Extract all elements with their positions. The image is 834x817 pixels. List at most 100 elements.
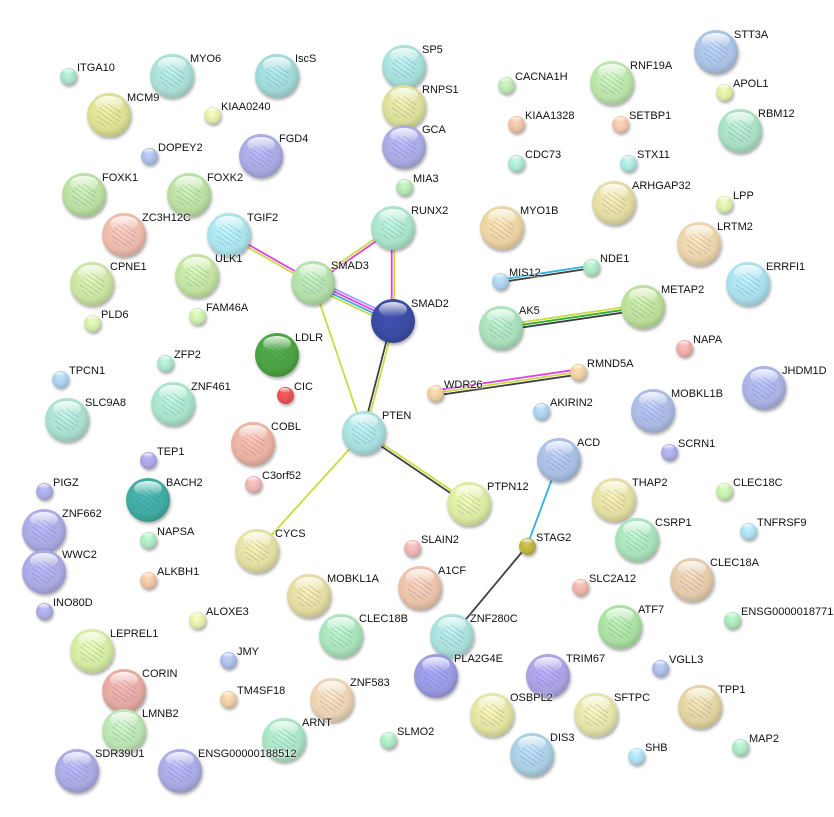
- node-rnf19a[interactable]: [590, 61, 634, 105]
- edge-pten-cycs[interactable]: [256, 432, 365, 552]
- node-stx11[interactable]: [619, 154, 637, 172]
- node-label[interactable]: NAPA: [693, 334, 723, 346]
- node-label[interactable]: ZNF662: [62, 508, 102, 520]
- node-fgd4[interactable]: [239, 134, 283, 178]
- node-tgif2[interactable]: [207, 213, 251, 257]
- node-cobl[interactable]: [231, 422, 275, 466]
- node-label[interactable]: SCRN1: [678, 438, 716, 450]
- node-cacna1h[interactable]: [497, 76, 515, 94]
- node-zc3h12c[interactable]: [102, 213, 146, 257]
- node-cpne1[interactable]: [70, 262, 114, 306]
- node-tpcn1[interactable]: [51, 370, 69, 388]
- node-wwc2[interactable]: [22, 550, 66, 594]
- node-label[interactable]: LMNB2: [142, 708, 179, 720]
- node-label[interactable]: TPP1: [718, 684, 746, 696]
- node-label[interactable]: ZC3H12C: [142, 212, 191, 224]
- node-gca[interactable]: [382, 125, 426, 169]
- node-label[interactable]: SFTPC: [614, 692, 651, 704]
- node-label[interactable]: JHDM1D: [782, 365, 827, 377]
- node-label[interactable]: MYO6: [190, 53, 222, 65]
- node-stt3a[interactable]: [694, 30, 738, 74]
- node-apol1[interactable]: [715, 83, 733, 101]
- node-label[interactable]: ACD: [577, 437, 601, 449]
- node-slc2a12[interactable]: [571, 578, 589, 596]
- node-slain2[interactable]: [403, 539, 421, 557]
- node-lrtm2[interactable]: [677, 222, 721, 266]
- node-label[interactable]: ENSG00000188512: [198, 748, 297, 760]
- node-label[interactable]: CYCS: [275, 528, 306, 540]
- node-dopey2[interactable]: [140, 147, 158, 165]
- node-label[interactable]: WDR26: [444, 379, 483, 391]
- node-kiaa0240[interactable]: [203, 106, 221, 124]
- node-label[interactable]: SLAIN2: [421, 534, 459, 546]
- node-ensg0000018771[interactable]: [723, 611, 741, 629]
- node-fam46a[interactable]: [188, 307, 206, 325]
- node-label[interactable]: RNPS1: [422, 84, 459, 96]
- node-ino80d[interactable]: [35, 602, 53, 620]
- node-label[interactable]: DOPEY2: [158, 142, 203, 154]
- node-nde1[interactable]: [582, 258, 600, 276]
- node-label[interactable]: STT3A: [734, 29, 769, 41]
- node-scrn1[interactable]: [660, 443, 678, 461]
- node-tpp1[interactable]: [678, 685, 722, 729]
- node-dis3[interactable]: [510, 733, 554, 777]
- node-acd[interactable]: [537, 438, 581, 482]
- node-ptpn12[interactable]: [447, 482, 491, 526]
- node-ldlr[interactable]: [255, 333, 299, 377]
- node-label[interactable]: THAP2: [632, 477, 668, 489]
- node-label[interactable]: CLEC18B: [359, 613, 408, 625]
- node-map2[interactable]: [731, 738, 749, 756]
- node-label[interactable]: JMY: [237, 646, 259, 658]
- node-label[interactable]: DIS3: [550, 732, 575, 744]
- node-arnt[interactable]: [262, 718, 306, 762]
- node-jmy[interactable]: [219, 651, 237, 669]
- node-label[interactable]: SMAD3: [331, 260, 369, 272]
- node-znf461[interactable]: [151, 382, 195, 426]
- node-label[interactable]: LEPREL1: [110, 628, 159, 640]
- node-iscs[interactable]: [255, 54, 299, 98]
- node-znf280c[interactable]: [430, 614, 474, 658]
- node-label[interactable]: AKIRIN2: [550, 397, 593, 409]
- node-pld6[interactable]: [83, 314, 101, 332]
- node-label[interactable]: ULK1: [215, 253, 243, 265]
- edge-wdr26-rmnd5a[interactable]: [434, 368, 579, 397]
- node-label[interactable]: PLD6: [101, 309, 129, 321]
- node-aloxe3[interactable]: [188, 611, 206, 629]
- node-label[interactable]: NAPSA: [157, 526, 195, 538]
- node-cdc73[interactable]: [507, 154, 525, 172]
- node-label[interactable]: FGD4: [279, 133, 309, 145]
- node-label[interactable]: CORIN: [142, 668, 178, 680]
- node-akirin2[interactable]: [532, 402, 550, 420]
- node-label[interactable]: VGLL3: [669, 654, 704, 666]
- node-atf7[interactable]: [598, 605, 642, 649]
- node-label[interactable]: RMND5A: [587, 358, 634, 370]
- node-label[interactable]: TRIM67: [566, 653, 606, 665]
- node-sp5[interactable]: [382, 45, 426, 89]
- node-label[interactable]: SHB: [645, 742, 668, 754]
- node-jhdm1d[interactable]: [742, 366, 786, 410]
- node-label[interactable]: MIA3: [413, 173, 439, 185]
- node-label[interactable]: COBL: [271, 421, 301, 433]
- node-rbm12[interactable]: [718, 109, 762, 153]
- node-metap2[interactable]: [621, 285, 665, 329]
- node-label[interactable]: SLC9A8: [85, 397, 126, 409]
- node-clec18a[interactable]: [670, 558, 714, 602]
- node-label[interactable]: SMAD2: [411, 298, 449, 310]
- node-label[interactable]: KIAA1328: [525, 110, 575, 122]
- node-label[interactable]: RUNX2: [411, 205, 449, 217]
- node-label[interactable]: AK5: [519, 305, 540, 317]
- node-label[interactable]: FAM46A: [206, 302, 249, 314]
- node-label[interactable]: INO80D: [53, 597, 93, 609]
- node-label[interactable]: CLEC18C: [733, 477, 783, 489]
- node-rmnd5a[interactable]: [569, 363, 587, 381]
- node-osbpl2[interactable]: [470, 693, 514, 737]
- node-label[interactable]: MCM9: [127, 92, 160, 104]
- node-label[interactable]: PTPN12: [487, 481, 529, 493]
- node-label[interactable]: ERRFI1: [766, 261, 806, 273]
- node-ak5[interactable]: [479, 306, 523, 350]
- node-shb[interactable]: [627, 747, 645, 765]
- node-leprel1[interactable]: [70, 629, 114, 673]
- node-label[interactable]: OSBPL2: [510, 692, 553, 704]
- node-label[interactable]: CPNE1: [110, 261, 147, 273]
